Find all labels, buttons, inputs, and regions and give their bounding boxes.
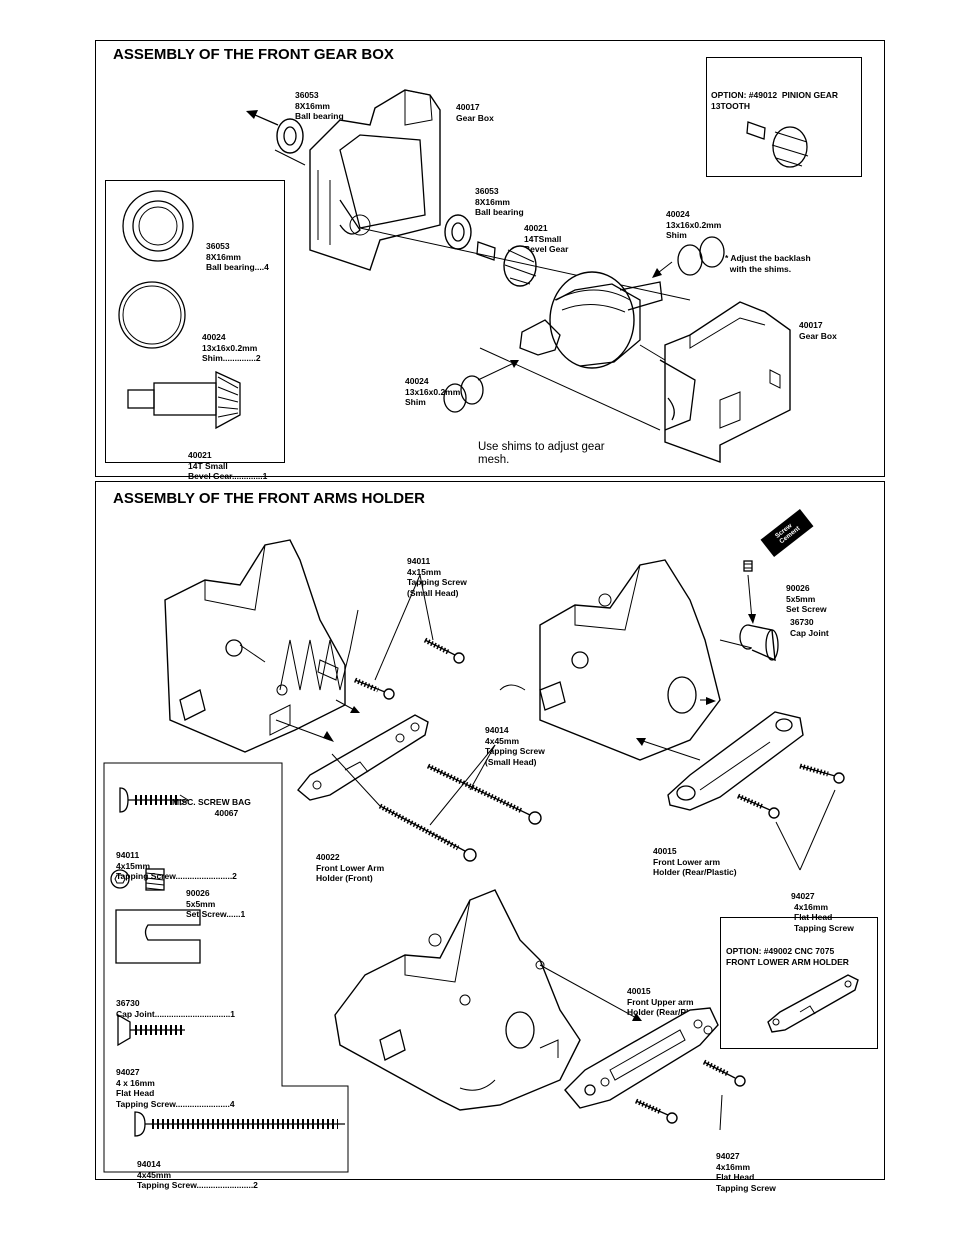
screw-94011-bottom-icon — [354, 677, 395, 700]
option-pinion-box — [706, 57, 862, 177]
differential-icon — [519, 271, 663, 369]
shim-left-icon — [443, 375, 484, 413]
screw-94011-top-icon — [423, 637, 465, 664]
gearbox-assembly-bottom — [334, 889, 581, 1111]
kit-bevel-gear-icon — [127, 370, 241, 430]
gearbox-kit-box — [105, 180, 285, 463]
set-screw-icon — [743, 560, 753, 572]
front-upper-arm-holder-rear — [564, 1007, 719, 1109]
screw-94014-bottom-icon — [378, 803, 477, 862]
label-backlash-note: * Adjust the backlash with the shims. — [725, 253, 811, 274]
kit-shim-icon — [118, 281, 186, 349]
gearbox-drawing — [118, 89, 809, 463]
gearbox-casing-right — [639, 301, 791, 463]
screw-94027-bottom-upper-icon — [702, 1059, 746, 1087]
cap-joint-icon — [739, 624, 779, 662]
front-arms-panel — [95, 481, 885, 1180]
bag-cap-joint-icon — [115, 909, 201, 964]
screw-94027-right-lower-icon — [736, 793, 780, 819]
option-cnc-holder-icon — [767, 974, 859, 1033]
shim-right-icon — [677, 236, 725, 276]
arms-title: ASSEMBLY OF THE FRONT ARMS HOLDER — [113, 490, 425, 507]
screw-94027-right-upper-icon — [799, 763, 845, 784]
bag-set-screw-icon — [145, 868, 165, 891]
bag-set-screw-hex-icon — [110, 869, 130, 889]
kit-bearing-icon — [122, 190, 194, 262]
gearbox-assembly-left — [164, 539, 359, 753]
gearbox-title: ASSEMBLY OF THE FRONT GEAR BOX — [113, 46, 394, 63]
option-cnc-box — [720, 917, 878, 1049]
bearing-top-icon — [276, 118, 304, 154]
gearbox-assembly-middle — [499, 559, 761, 761]
front-lower-arm-holder-rear — [667, 711, 804, 811]
bag-flat-screw-icon — [117, 1013, 185, 1047]
option-pinion-gear-icon — [746, 121, 809, 168]
gearbox-casing-left — [274, 89, 441, 271]
bag-screw-94011-icon — [119, 787, 189, 813]
screw-94027-bottom-lower-icon — [634, 1098, 678, 1124]
front-lower-arm-holder-front — [297, 714, 429, 801]
front-gearbox-panel — [95, 40, 885, 477]
screw-94014-top-icon — [426, 763, 542, 825]
bag-long-screw-icon — [134, 1111, 345, 1137]
